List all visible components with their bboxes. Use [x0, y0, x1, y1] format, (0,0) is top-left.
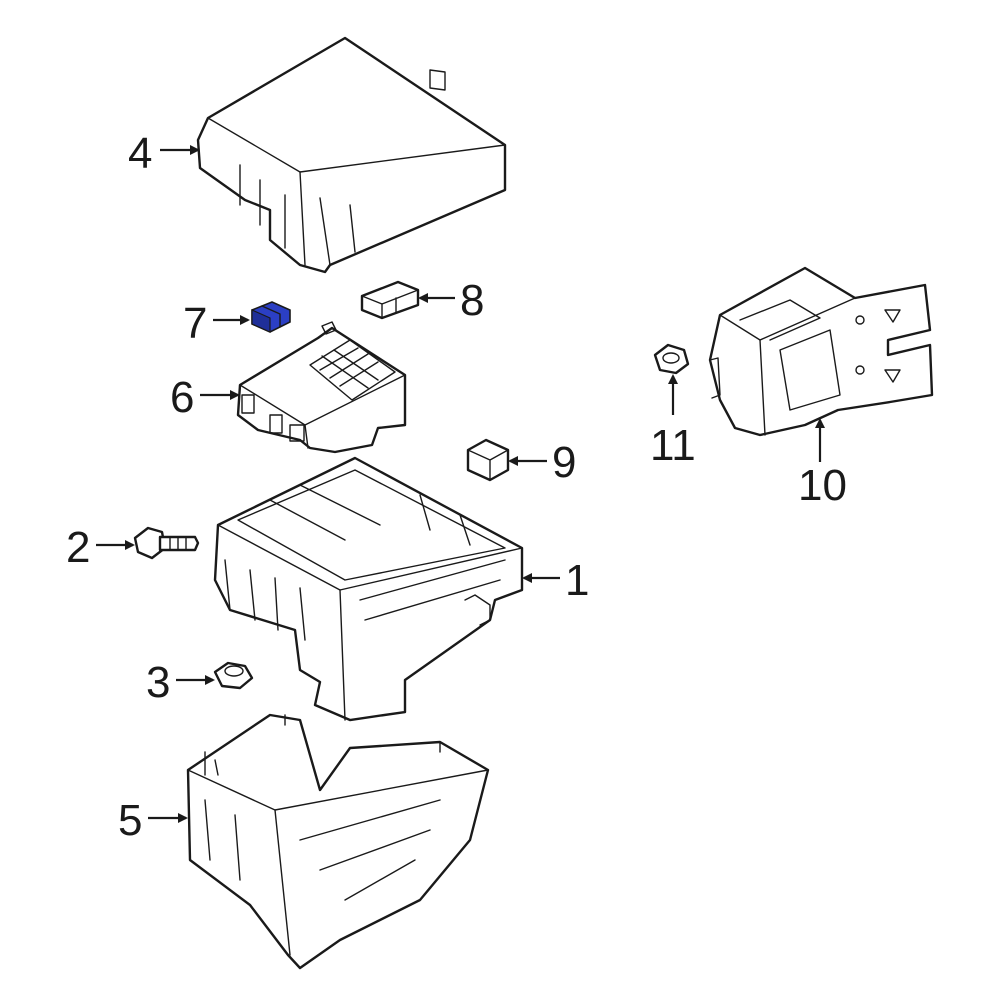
part-8-relay[interactable]	[360, 280, 420, 320]
callout-6: 6	[170, 373, 194, 422]
callout-labels: 4 7 8 6 9 2 1 3 5 11 10	[66, 129, 847, 845]
callout-10: 10	[798, 461, 847, 510]
part-4-cover[interactable]	[196, 36, 507, 274]
part-3-nut[interactable]	[213, 661, 254, 690]
part-7-highlighted[interactable]	[251, 301, 291, 333]
callout-3: 3	[146, 658, 170, 707]
callout-1: 1	[565, 556, 589, 605]
callout-8: 8	[460, 276, 484, 325]
part-1-base[interactable]	[213, 456, 524, 722]
part-10-bracket[interactable]	[708, 266, 934, 437]
callout-2: 2	[66, 523, 90, 572]
callout-4: 4	[128, 129, 152, 178]
callout-11: 11	[650, 421, 696, 470]
part-5-lower-tray[interactable]	[186, 713, 490, 970]
leader-arrows	[96, 145, 825, 823]
callout-5: 5	[118, 796, 142, 845]
part-9-relay[interactable]	[466, 438, 510, 482]
part-2-bolt[interactable]	[133, 526, 200, 560]
callout-7: 7	[183, 299, 207, 348]
part-6-junction-block[interactable]	[236, 321, 407, 454]
part-11-nut[interactable]	[653, 343, 690, 375]
callout-9: 9	[552, 438, 576, 487]
